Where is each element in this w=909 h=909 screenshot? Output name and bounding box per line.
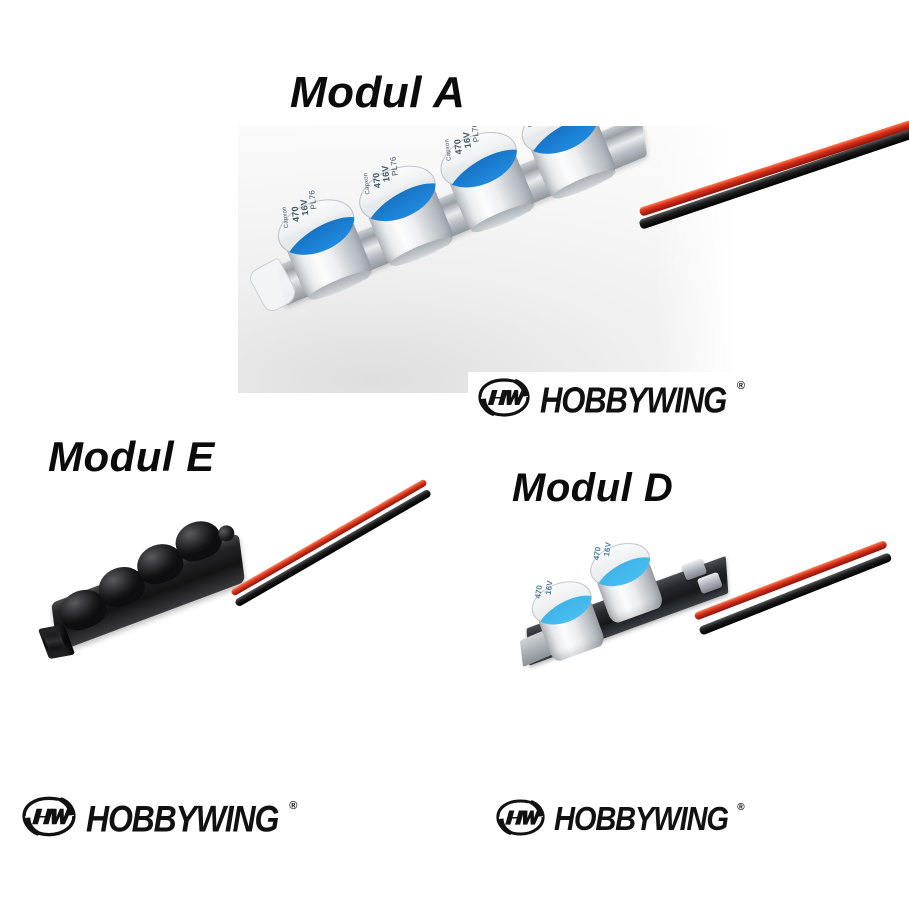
capacitor-marking-line: 16V	[543, 579, 555, 596]
module-d-label: Modul D	[512, 466, 674, 510]
hobbywing-wordmark: HOBBYWING	[540, 379, 727, 420]
hobbywing-wordmark: HOBBYWING	[86, 797, 279, 840]
hobbywing-logo: HOBBYWING ®	[468, 372, 828, 428]
capacitor-marking-line: PL76	[307, 189, 319, 210]
module-e-label: Modul E	[48, 433, 215, 480]
hobbywing-logo: HOBBYWING ®	[488, 794, 796, 846]
module-a-label: Modul A	[290, 68, 466, 117]
capacitor-marking-line: 470	[533, 584, 545, 600]
registered-trademark-icon: ®	[289, 800, 298, 812]
hobbywing-wordmark: HOBBYWING	[554, 800, 729, 838]
registered-trademark-icon: ®	[737, 802, 745, 813]
registered-trademark-icon: ®	[736, 380, 745, 392]
capacitor-marking-line: PL76	[388, 155, 400, 177]
hw-monogram-icon	[478, 377, 530, 424]
hobbywing-logo: HOBBYWING ®	[8, 792, 362, 846]
hw-monogram-icon	[22, 795, 76, 844]
capacitor-marking-line: 470	[591, 546, 603, 561]
module-e-body	[37, 514, 250, 660]
hw-monogram-icon	[496, 798, 545, 843]
capacitor-marking-line: PL76	[469, 126, 482, 143]
capacitor-marking-line: 16V	[602, 541, 614, 558]
